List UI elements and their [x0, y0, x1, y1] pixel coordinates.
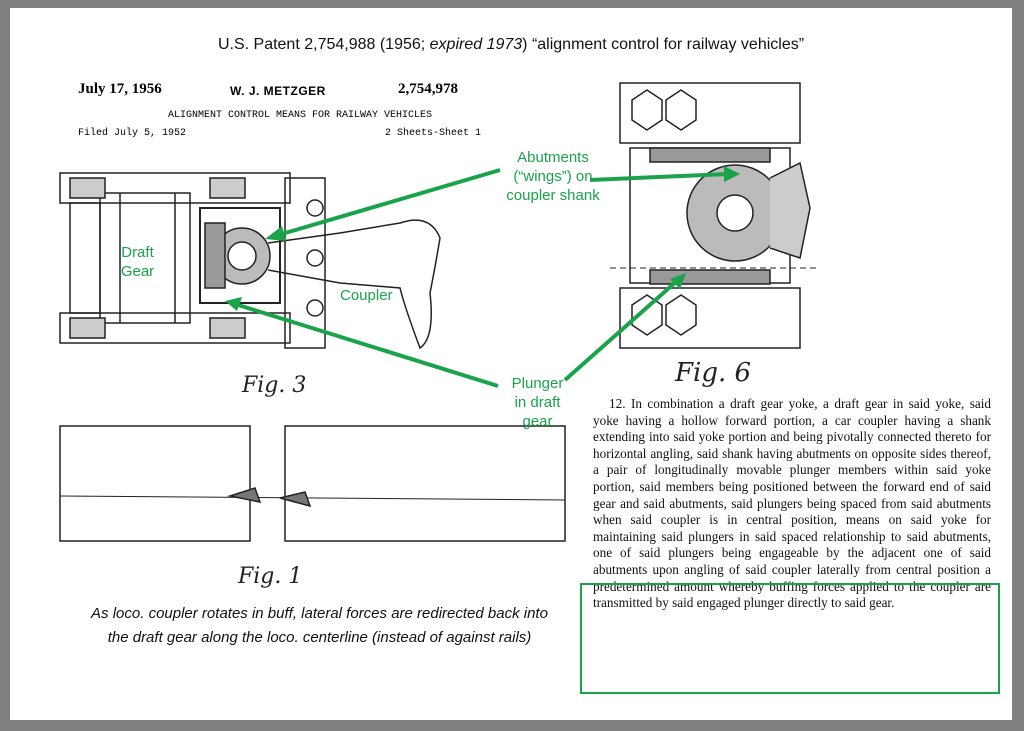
patent-filed: Filed July 5, 1952 [78, 128, 187, 139]
fig3-label: Fig. 3 [242, 373, 307, 398]
highlighted-claim-text: relationship to said abutments, one of s… [593, 528, 991, 611]
fig6-label: Fig. 6 [675, 358, 752, 388]
annotation-arrows [234, 168, 729, 388]
patent-inventor: W. J. METZGER [230, 84, 326, 98]
patent-number: 2,754,978 [398, 81, 458, 97]
slide-caption: As loco. coupler rotates in buff, latera… [91, 605, 548, 646]
slide-title: U.S. Patent 2,754,988 (1956; expired 197… [217, 36, 805, 53]
patent-sheets: 2 Sheets-Sheet 1 [385, 128, 482, 139]
fig3-drawing [59, 172, 441, 350]
slide: U.S. Patent 2,754,988 (1956; expired 197… [10, 8, 1012, 720]
highlight-box [580, 583, 1000, 694]
fig1-drawing [59, 425, 566, 542]
patent-subtitle: ALIGNMENT CONTROL MEANS FOR RAILWAY VEHI… [168, 110, 433, 121]
patent-drawings [59, 82, 820, 542]
fig6-drawing [610, 82, 820, 349]
patent-claim-text: 12. In combination a draft gear yoke, a … [593, 396, 991, 611]
fig1-label: Fig. 1 [238, 564, 303, 589]
patent-date: July 17, 1956 [78, 81, 162, 97]
coupler-annotation: Coupler [340, 287, 393, 304]
